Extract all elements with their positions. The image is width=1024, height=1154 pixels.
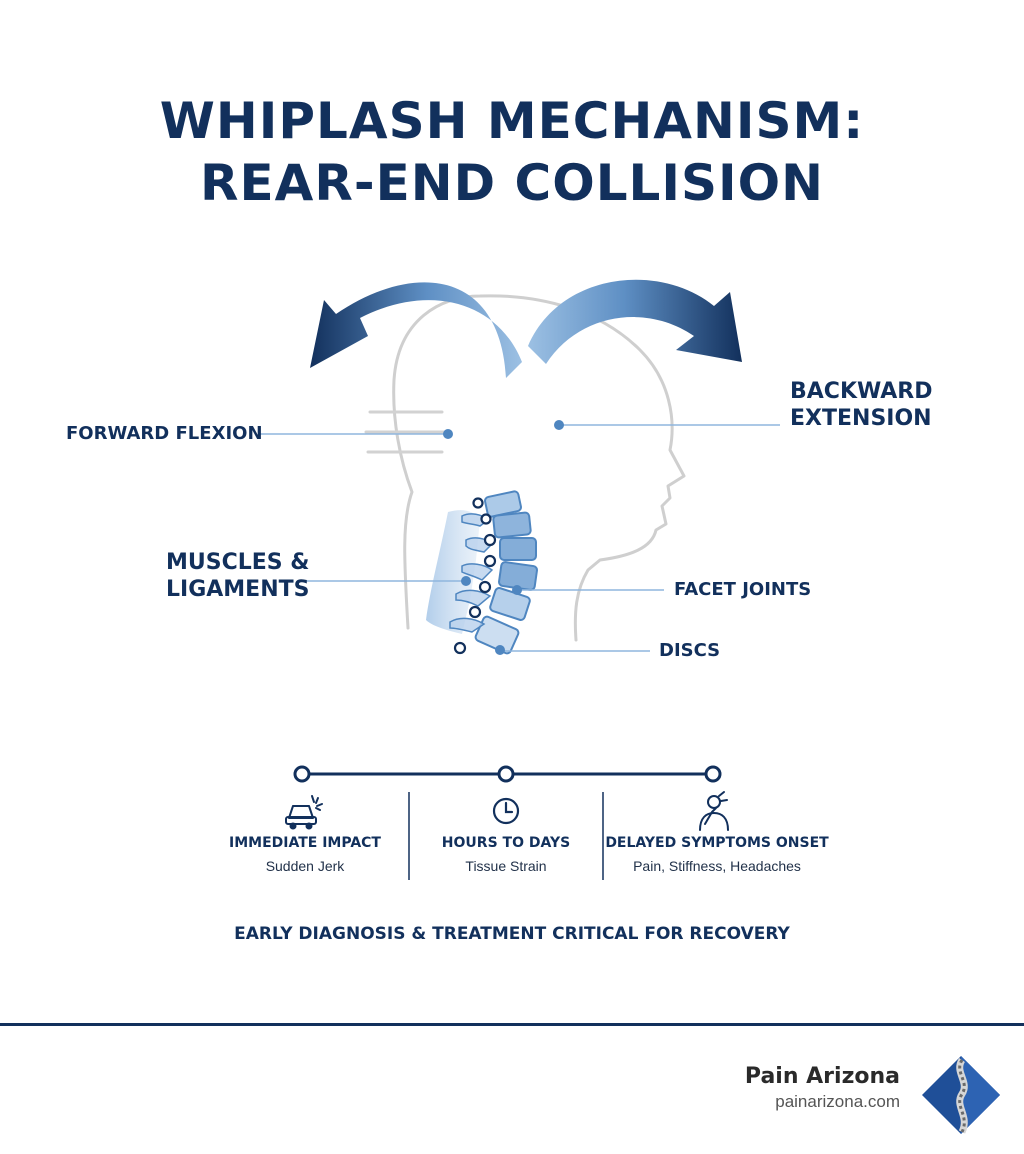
spinous-processes (449, 513, 494, 633)
label-muscles-line2: LIGAMENTS (166, 577, 310, 602)
label-backward-extension-line1: BACKWARD (790, 379, 933, 404)
vertebra-3 (499, 537, 537, 561)
whiplash-diagram (258, 279, 780, 880)
cervical-spine (474, 490, 538, 655)
car-crash-icon (285, 795, 323, 830)
label-muscles-ligaments: MUSCLES & LIGAMENTS (166, 549, 309, 603)
backward-extension-arrow (528, 279, 742, 364)
timeline-node-3 (704, 765, 722, 783)
timeline-stage-1: IMMEDIATE IMPACT Sudden Jerk (206, 835, 404, 874)
label-muscles-line1: MUSCLES & (166, 550, 310, 575)
brand-url[interactable]: painarizona.com (775, 1092, 900, 1111)
forward-flexion-arrow (310, 282, 522, 378)
stage-subtitle: Pain, Stiffness, Headaches (633, 858, 801, 874)
title-line-2: REAR-END COLLISION (199, 154, 824, 212)
label-forward-flexion: FORWARD FLEXION (66, 423, 263, 444)
label-backward-extension-line2: EXTENSION (790, 406, 932, 431)
stage-title: HOURS TO DAYS (441, 835, 571, 851)
vertebra-2 (492, 511, 532, 539)
stage-subtitle: Sudden Jerk (265, 858, 345, 874)
stage-subtitle: Tissue Strain (465, 858, 547, 874)
label-facet-joints: FACET JOINTS (674, 579, 812, 600)
timeline-stage-3: DELAYED SYMPTOMS ONSET Pain, Stiffness, … (605, 835, 829, 874)
stage-title: DELAYED SYMPTOMS ONSET (605, 835, 829, 851)
timeline-stage-2: HOURS TO DAYS Tissue Strain (411, 835, 601, 874)
clock-icon (492, 797, 520, 825)
brand-name: Pain Arizona (744, 1064, 900, 1089)
footer-note: EARLY DIAGNOSIS & TREATMENT CRITICAL FOR… (234, 924, 790, 944)
person-neck-pain-icon (699, 791, 729, 831)
motion-lines (364, 410, 448, 454)
facet-joint-rings (453, 497, 497, 655)
leader-lines (258, 424, 780, 652)
page-title: WHIPLASH MECHANISM: REAR-END COLLISION (0, 90, 1024, 214)
title-line-1: WHIPLASH MECHANISM: (159, 92, 865, 150)
timeline-node-2 (497, 765, 515, 783)
brand-logo-icon (922, 1056, 1000, 1134)
label-backward-extension: BACKWARD EXTENSION (790, 378, 933, 432)
label-discs: DISCS (659, 640, 721, 661)
timeline (293, 765, 722, 880)
vertebra-5 (489, 587, 531, 621)
stage-title: IMMEDIATE IMPACT (229, 835, 381, 851)
leader-dots (443, 420, 564, 655)
timeline-node-1 (293, 765, 311, 783)
footer-divider (0, 1023, 1024, 1026)
